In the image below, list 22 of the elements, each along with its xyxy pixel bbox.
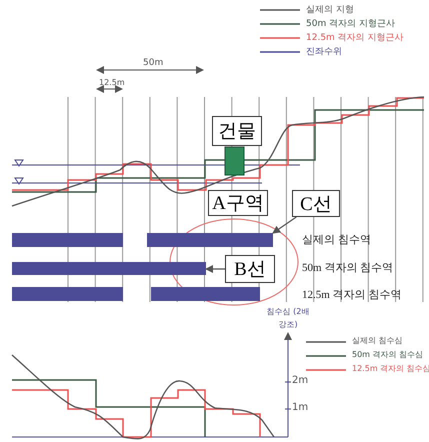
dimension-label: 12.5m — [99, 78, 125, 87]
tick-label: 1m — [292, 402, 308, 413]
region-label: 실제의 침수역 — [302, 233, 371, 247]
legend-label: 12.5m 격자의 지형근사 — [306, 32, 404, 44]
legend-label: 50m 격자의 침수심 — [352, 349, 424, 360]
region-label: 12.5m 격자의 침수역 — [302, 288, 402, 302]
legend-label: 실제의 지형 — [306, 4, 354, 16]
flood-bar — [147, 233, 273, 247]
axis-title: 침수심 (2배 강조) — [266, 306, 310, 331]
tick-label: 2m — [292, 375, 308, 386]
label-box: A구역 — [208, 190, 268, 216]
arrow — [205, 265, 225, 273]
region-label: 50m 격자의 침수역 — [302, 261, 394, 275]
arrow — [272, 216, 297, 234]
dimension-label: 50m — [143, 58, 164, 68]
label-box: C선 — [292, 190, 340, 217]
legend-label: 50m 격자의 지형근사 — [306, 18, 395, 30]
label-box: 건물 — [212, 116, 262, 146]
label-box: B선 — [225, 255, 275, 283]
flood-bar — [12, 262, 206, 275]
legend-label: 진좌수위 — [306, 46, 342, 58]
legend-label: 실제의 침수심 — [352, 335, 403, 346]
